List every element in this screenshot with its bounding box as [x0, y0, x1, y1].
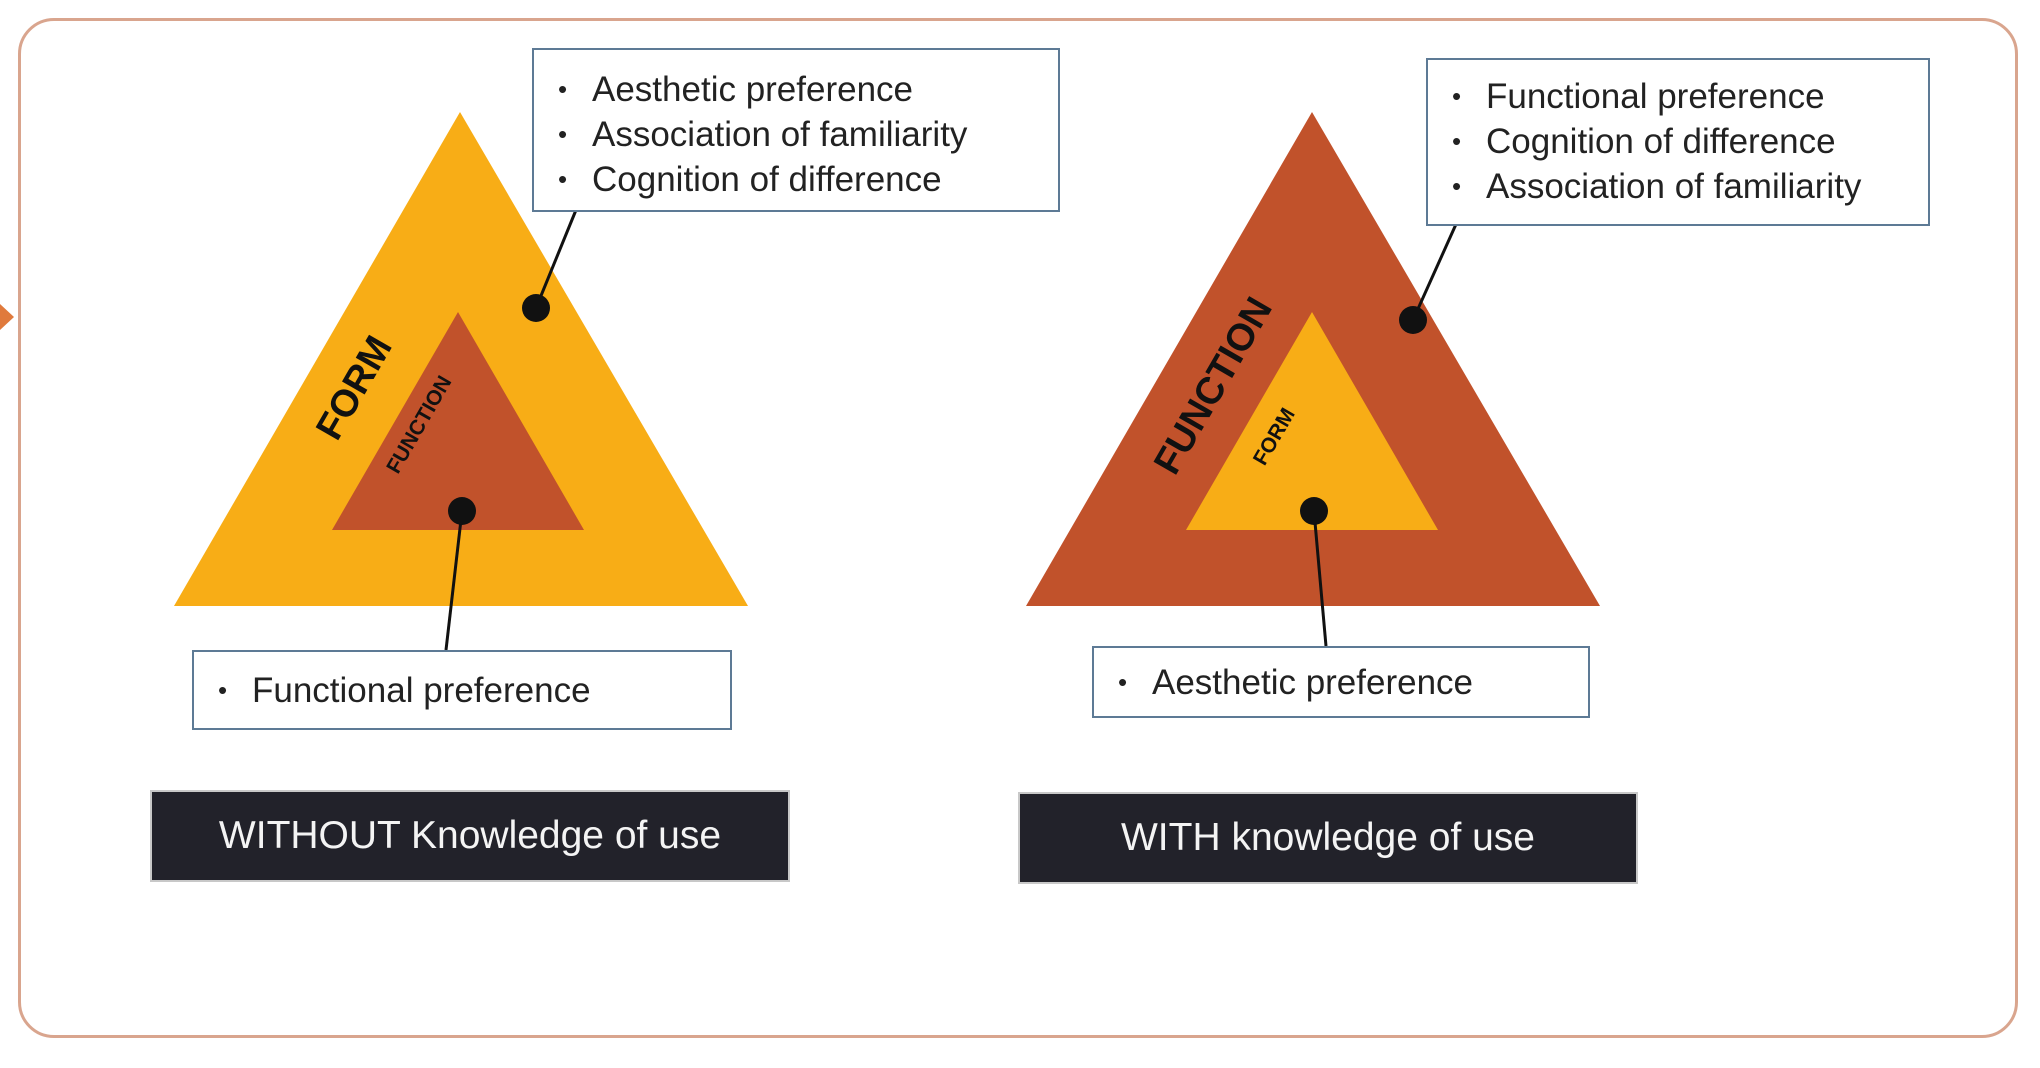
left-caption: WITHOUT Knowledge of use	[150, 790, 790, 882]
right-inner-leader-line	[1312, 510, 1328, 647]
right-outer-callout-item: Cognition of difference	[1428, 119, 1928, 164]
right-inner-callout-item: Aesthetic preference	[1094, 660, 1588, 705]
left-outer-callout: Aesthetic preference Association of fami…	[532, 48, 1060, 212]
right-outer-callout: Functional preference Cognition of diffe…	[1426, 58, 1930, 226]
right-inner-callout: Aesthetic preference	[1092, 646, 1590, 718]
left-outer-callout-item: Cognition of difference	[534, 157, 1058, 202]
left-inner-triangle	[332, 312, 584, 530]
left-outer-leader-line	[534, 209, 578, 309]
left-outer-callout-item: Aesthetic preference	[534, 67, 1058, 112]
right-outer-leader-line	[1411, 221, 1459, 321]
right-outer-callout-item: Functional preference	[1428, 74, 1928, 119]
left-inner-callout-item: Functional preference	[194, 668, 730, 713]
diagram-frame	[18, 18, 2018, 1038]
left-outer-dot	[522, 294, 550, 322]
right-inner-dot	[1300, 497, 1328, 525]
right-outer-dot	[1399, 306, 1427, 334]
left-outer-callout-item: Association of familiarity	[534, 112, 1058, 157]
left-inner-dot	[448, 497, 476, 525]
right-inner-triangle	[1186, 312, 1438, 530]
left-inner-callout: Functional preference	[192, 650, 732, 730]
arrow-marker-icon	[0, 304, 14, 330]
right-outer-callout-item: Association of familiarity	[1428, 164, 1928, 209]
left-inner-leader-line	[444, 510, 464, 651]
right-caption: WITH knowledge of use	[1018, 792, 1638, 884]
